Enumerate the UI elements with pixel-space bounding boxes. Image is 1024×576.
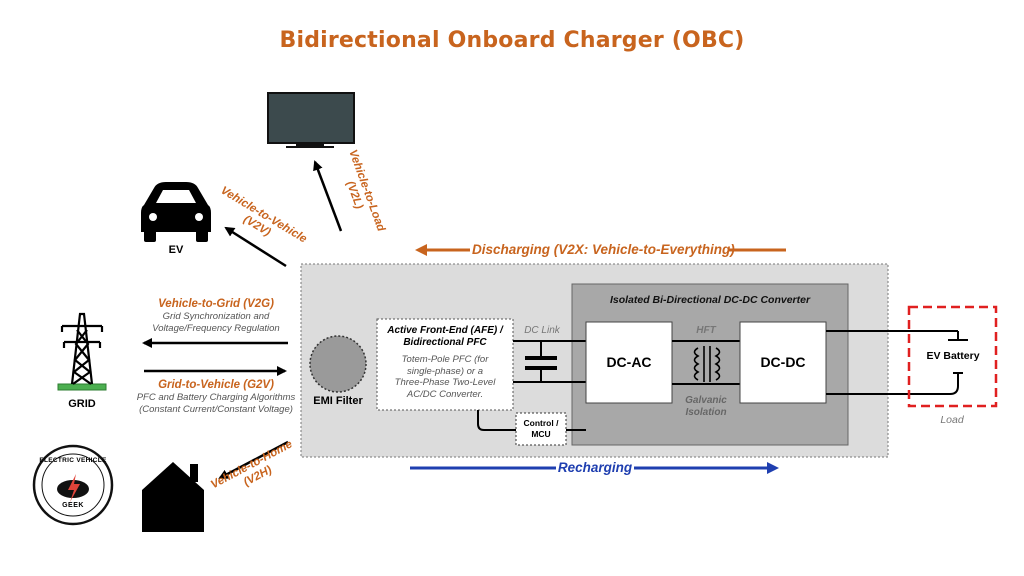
dc-ac-block [585, 321, 673, 404]
v2g-title: Vehicle-to-Grid (V2G) [158, 298, 274, 310]
grid-tower-icon [57, 312, 107, 391]
v2l-arrow [313, 160, 343, 232]
afe-title1: Active Front-End (AFE) / [387, 325, 503, 336]
isolated-converter-label: Isolated Bi-Directional DC-DC Converter [609, 294, 811, 306]
load-label: Load [940, 414, 964, 426]
hft-label: HFT [696, 325, 716, 336]
dc-dc-label: DC-DC [760, 354, 806, 370]
control-wire [477, 410, 516, 431]
v2g-label: Vehicle-to-Grid (V2G) Grid Synchronizati… [118, 297, 314, 335]
v2g-desc2: Voltage/Frequency Regulation [152, 323, 280, 334]
page-title: Bidirectional Onboard Charger (OBC) [279, 28, 745, 53]
v2h-arrow [218, 440, 289, 480]
discharging-label: Discharging (V2X: Vehicle-to-Everything) [472, 242, 735, 257]
dc-ac-label: DC-AC [606, 354, 652, 370]
load-box [907, 305, 998, 408]
emi-filter-circle [309, 335, 367, 393]
galvanic-line2: Isolation [685, 407, 727, 418]
afe-desc3: Three-Phase Two-Level [394, 377, 496, 388]
galvanic-line1: Galvanic [685, 395, 727, 406]
ev-battery-label: EV Battery [916, 350, 990, 362]
afe-title2: Bidirectional PFC [403, 337, 487, 348]
house-icon [142, 462, 204, 532]
control-line1: Control / [523, 418, 559, 428]
afe-desc4: AC/DC Converter. [406, 388, 484, 400]
control-label: Control / MCU [516, 418, 566, 439]
recharging-label: Recharging [557, 460, 633, 475]
logo-top-text: ELECTRIC VEHICLE [39, 457, 107, 464]
tv-icon [267, 92, 355, 148]
afe-desc1: Totem-Pole PFC (for [401, 354, 489, 365]
ev-label: EV [168, 244, 184, 256]
afe-block [376, 318, 514, 411]
battery-bottom-terminal [946, 373, 959, 395]
car-icon [141, 182, 211, 242]
dc-dc-block [739, 321, 827, 404]
g2v-desc1: PFC and Battery Charging Algorithms [136, 392, 296, 403]
control-line2: MCU [531, 428, 551, 439]
g2v-desc2: (Constant Current/Constant Voltage) [139, 404, 293, 415]
grid-label: GRID [68, 398, 96, 410]
emi-filter-label: EMI Filter [313, 395, 363, 407]
electric-vehicle-geek-logo [32, 444, 114, 526]
afe-desc2: single-phase) or a [406, 365, 484, 377]
afe-text: Active Front-End (AFE) / Bidirectional P… [379, 325, 511, 400]
control-box [515, 412, 567, 446]
v2g-desc1: Grid Synchronization and [162, 311, 270, 322]
v2v-arrow [224, 226, 287, 268]
g2v-title: Grid-to-Vehicle (G2V) [158, 379, 274, 391]
galvanic-label: Galvanic Isolation [668, 395, 744, 419]
g2v-label: Grid-to-Vehicle (G2V) PFC and Battery Ch… [104, 378, 328, 416]
logo-bottom-text: GEEK [62, 502, 84, 509]
transformer-icon [693, 346, 721, 382]
dc-link-label: DC Link [524, 325, 560, 336]
